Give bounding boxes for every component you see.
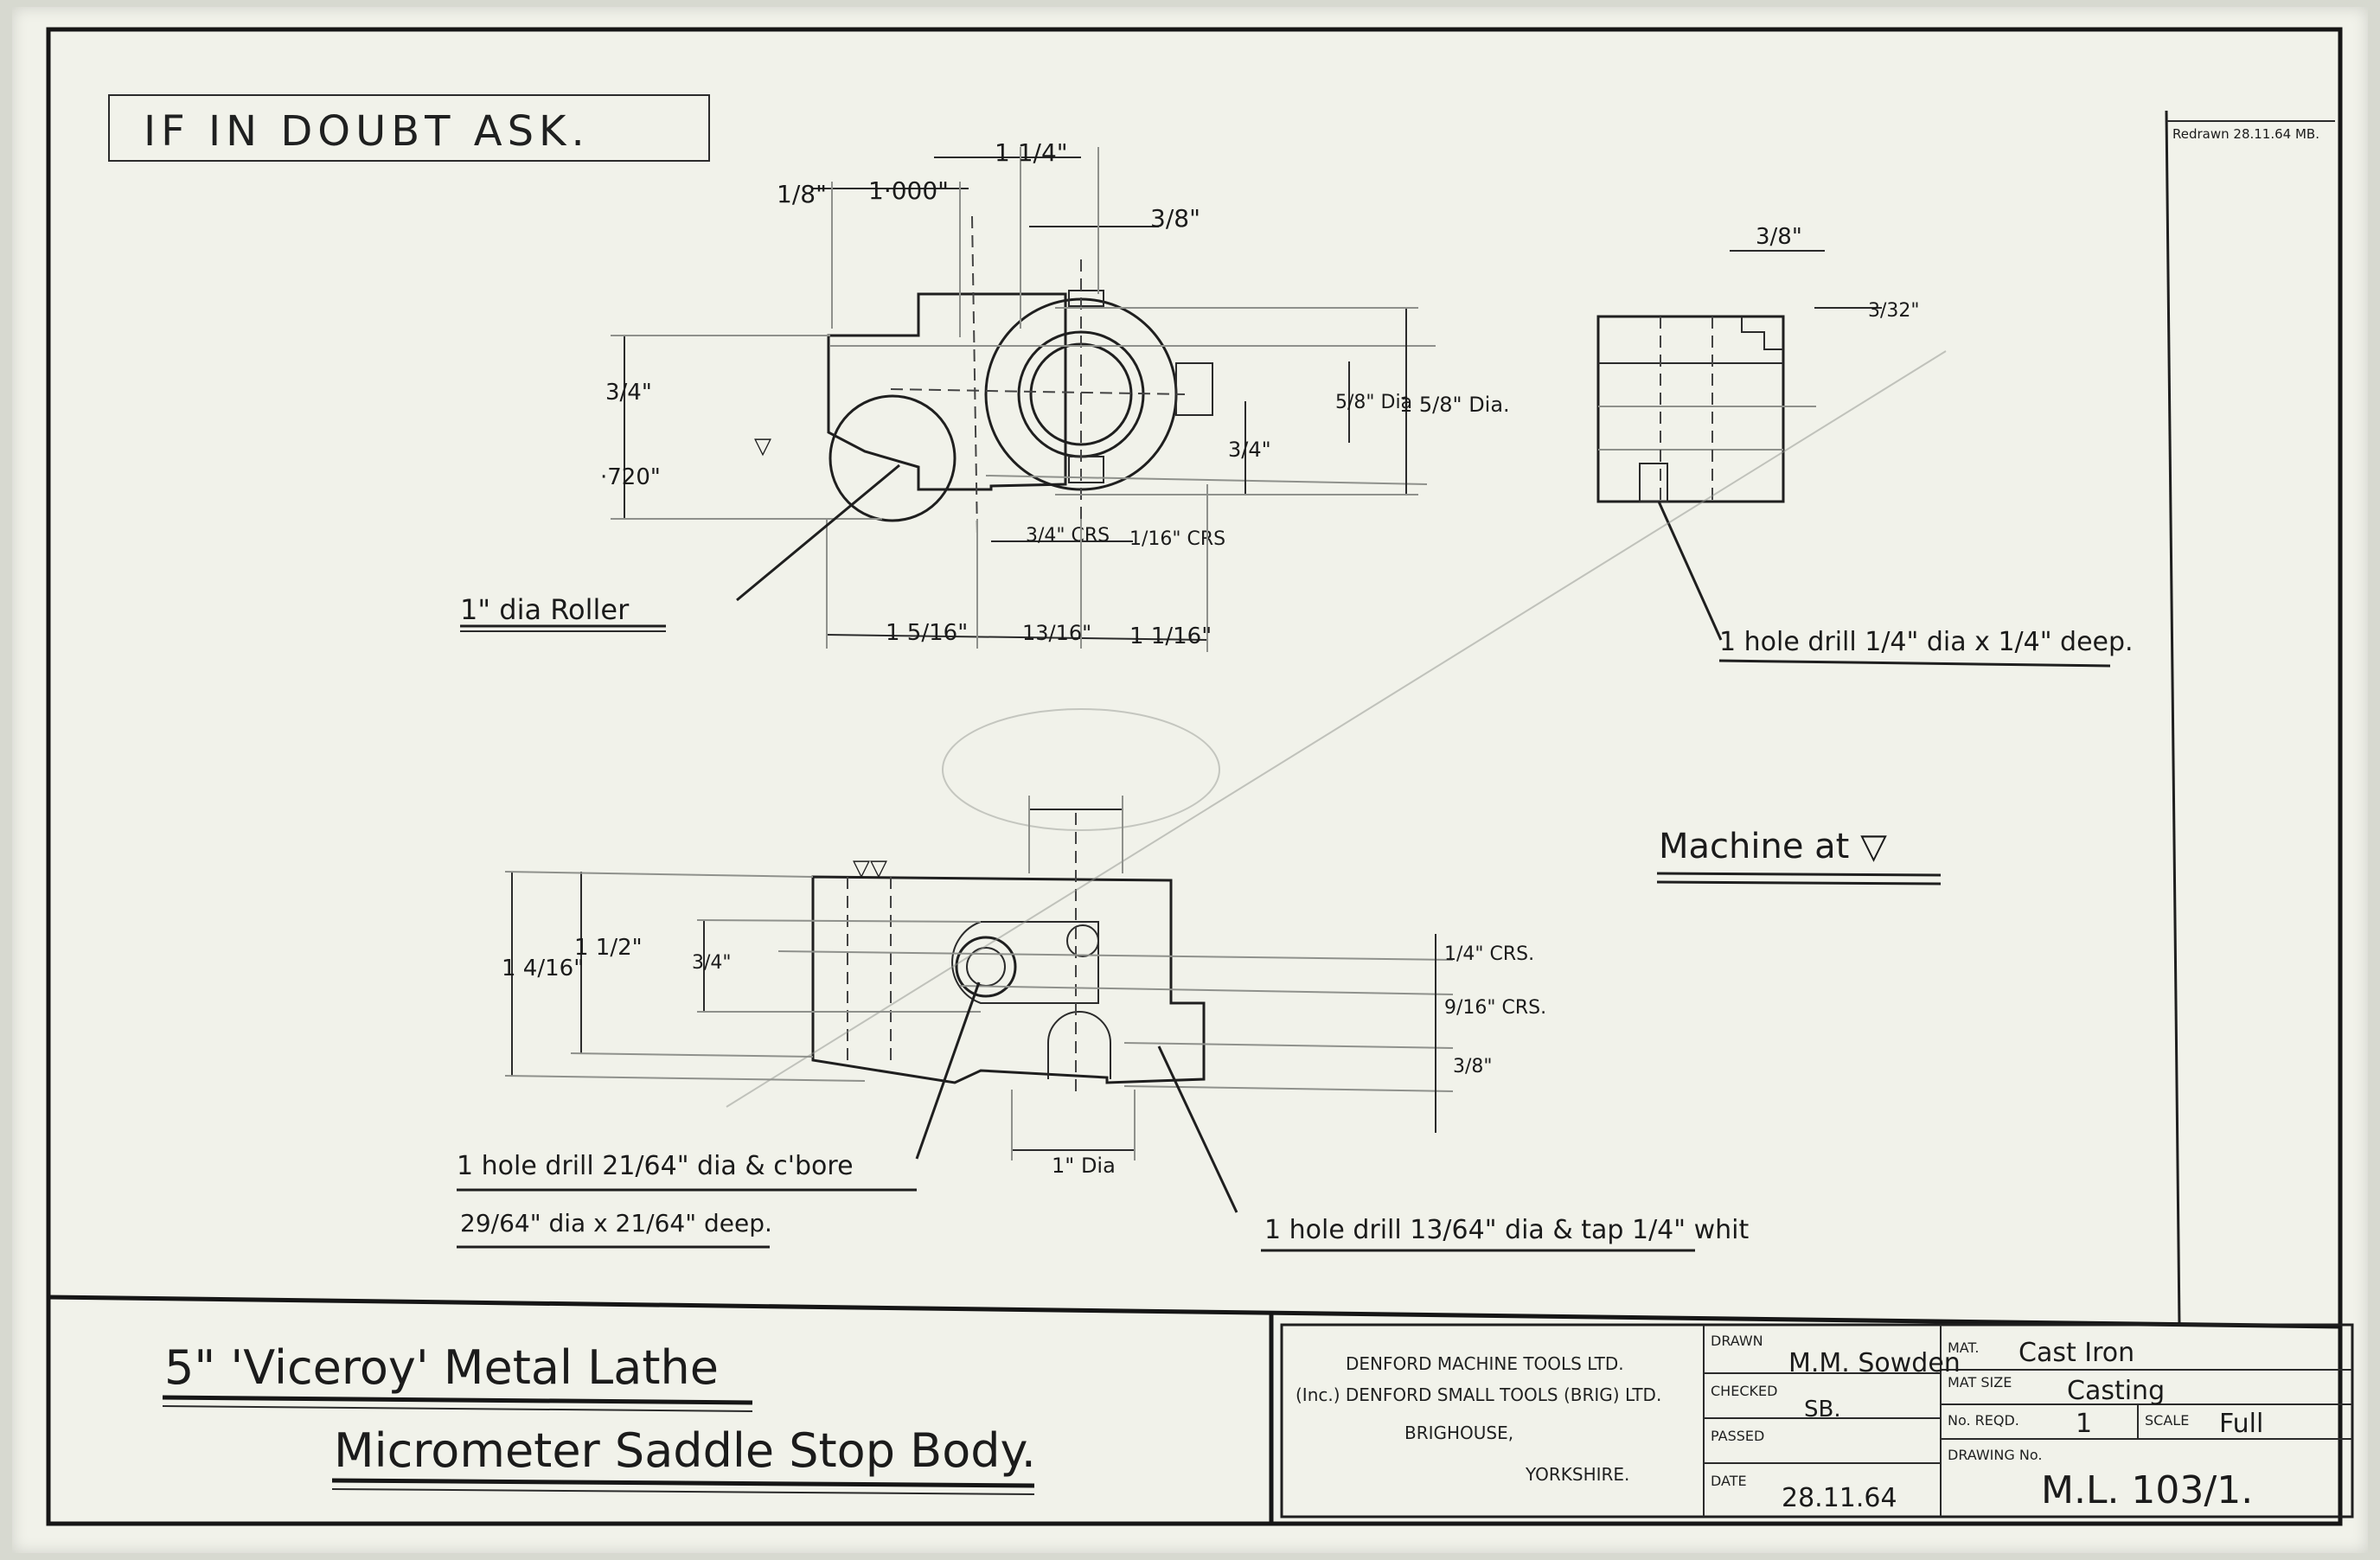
pencil-sketch [942,708,1220,831]
outer-border [46,27,2343,1526]
value-mat-size: Casting [2067,1376,2165,1406]
label-drawing-no: DRAWING No. [1948,1447,2042,1463]
label-scale: SCALE [2145,1412,2189,1429]
machine-note-underline [1656,872,1942,877]
value-no-reqd: 1 [2076,1409,2092,1439]
label-date: DATE [1711,1473,1747,1489]
pv-dim-3-8: 3/8" [1453,1056,1493,1077]
company-line4: YORKSHIRE. [1525,1464,1629,1485]
value-scale: Full [2219,1409,2263,1439]
fv-dim-5-8-dia: 5/8" Dia [1335,392,1412,413]
value-checked: SB. [1804,1397,1841,1423]
notice-text: IF IN DOUBT ASK. [144,107,590,156]
right-margin-line [2165,110,2181,1327]
side-view: 3/8" 3/32" 1 hole drill 1/4" dia x 1/4" … [1596,224,2134,668]
fv-machine-symbol: ▽ [754,433,771,459]
company-line3: BRIGHOUSE, [1404,1423,1513,1443]
title-line2: Micrometer Saddle Stop Body. [334,1423,1036,1478]
pv-dim-9-16-crs: 9/16" CRS. [1444,997,1546,1019]
fv-dim-1-16-crs: 1/16" CRS [1129,528,1225,550]
pv-dim-1-4-16: 1 4/16" [502,956,584,981]
pv-note-hole2: 1 hole drill 13/64" dia & tap 1/4" whit [1264,1215,1749,1245]
label-drawn: DRAWN [1711,1333,1763,1349]
notice-box [108,94,710,162]
fv-dim-1-5-16: 1 5/16" [886,620,968,646]
company-line1: DENFORD MACHINE TOOLS LTD. [1346,1353,1624,1374]
sv-note-hole: 1 hole drill 1/4" dia x 1/4" deep. [1719,627,2134,657]
fv-dim-1-1-16: 1 1/16" [1129,623,1212,649]
pv-dim-1-4-crs: 1/4" CRS. [1444,943,1534,965]
fv-dim-3-8-top: 3/8" [1150,204,1200,233]
label-mat: MAT. [1948,1339,1979,1356]
plan-view: 1 4/16" 1 1/2" 3/4" 1/4" CRS. 9/16" CRS.… [457,796,1749,1252]
sv-dim-3-8: 3/8" [1756,224,1802,250]
machine-note: Machine at ▽ [1659,827,1887,866]
value-drawn: M.M. Sowden [1788,1348,1961,1378]
pencil-construction-line [726,350,1947,1108]
title-divider [48,1295,2341,1329]
company-line2: (Inc.) DENFORD SMALL TOOLS (BRIG) LTD. [1296,1384,1661,1405]
fv-dim-3-4-crs: 3/4" CRS [1026,525,1110,547]
fv-dim-3-4-left: 3/4" [605,380,652,406]
label-mat-size: MAT SIZE [1948,1374,2012,1391]
sv-dim-3-32: 3/32" [1868,300,1920,322]
pv-note-hole1: 1 hole drill 21/64" dia & c'bore [457,1151,854,1181]
fv-dim-1000: 1·000" [868,176,949,205]
label-passed: PASSED [1711,1428,1764,1444]
corner-note: Redrawn 28.11.64 MB. [2172,126,2319,142]
front-view: 1/8" 1·000" 1 1/4" 3/8" 3/4" ·720" 5/8" … [460,138,1510,652]
fv-dim-13-16: 13/16" [1022,621,1091,645]
value-mat: Cast Iron [2019,1338,2134,1368]
title-block: 5" 'Viceroy' Metal Lathe Micrometer Sadd… [162,1323,2354,1518]
fv-note-roller: 1" dia Roller [460,593,630,626]
pv-dim-1-dia: 1" Dia [1052,1154,1116,1178]
fv-dim-1-8: 1/8" [777,180,827,208]
fv-dim-1-1-4: 1 1/4" [995,138,1068,167]
pv-note-hole1b: 29/64" dia x 21/64" deep. [460,1209,772,1237]
pv-machine-symbol: ▽▽ [853,855,887,881]
title-line1: 5" 'Viceroy' Metal Lathe [164,1340,719,1395]
pv-dim-3-4: 3/4" [692,952,732,974]
drawing-sheet [12,7,2368,1553]
fv-dim-1-5-8-dia: 1 5/8" Dia. [1399,393,1510,417]
label-no-reqd: No. REQD. [1948,1412,2019,1429]
fv-dim-720: ·720" [600,464,661,490]
fv-dim-3-4-right: 3/4" [1228,438,1271,462]
label-checked: CHECKED [1711,1383,1777,1399]
value-date: 28.11.64 [1782,1483,1897,1513]
value-drawing-no: M.L. 103/1. [2041,1468,2253,1512]
pv-dim-1-1-2: 1 1/2" [574,935,643,961]
